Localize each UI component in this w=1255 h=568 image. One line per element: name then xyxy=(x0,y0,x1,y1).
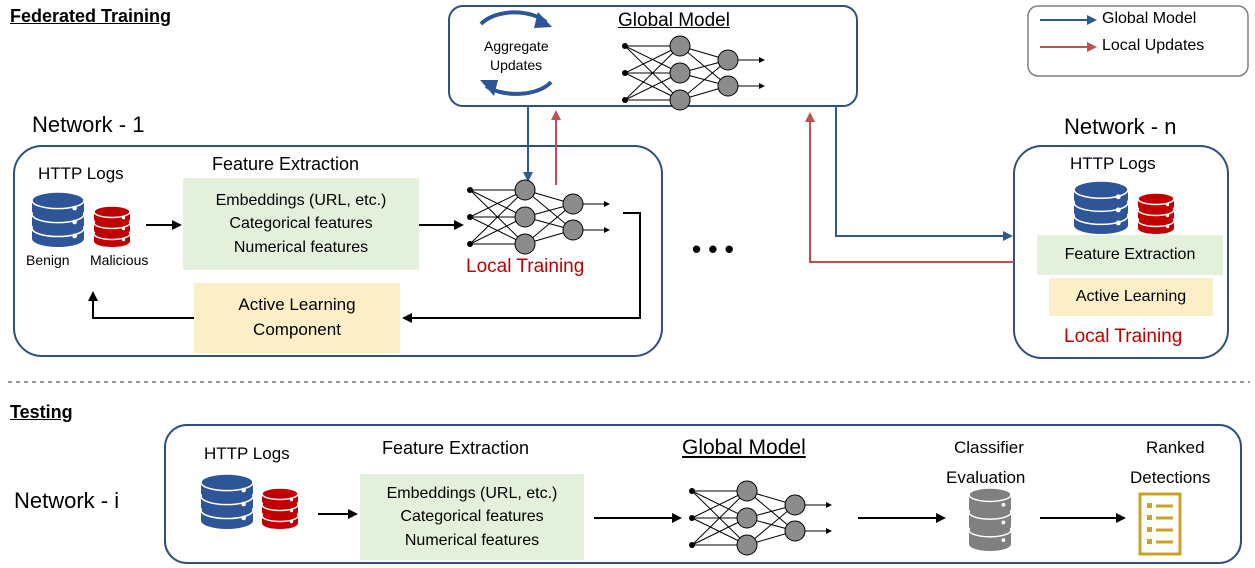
feature-item: Embeddings (URL, etc.) xyxy=(215,192,387,210)
network-i-label: Network - i xyxy=(14,488,120,513)
network1-feature-box xyxy=(183,178,419,270)
active-learning-line1: Active Learning xyxy=(238,295,356,315)
global-model-box xyxy=(448,5,858,107)
legend-local-updates-label: Local Updates xyxy=(1102,37,1205,54)
testing-title: Testing xyxy=(10,402,73,422)
feature-item: Numerical features xyxy=(233,238,369,256)
benign-label: Benign xyxy=(26,252,70,268)
networkn-feature-box xyxy=(1037,235,1223,275)
network1-local-training-label: Local Training xyxy=(466,256,585,277)
testing-model-network-icon xyxy=(689,480,832,556)
federated-training-title: Federated Training xyxy=(10,6,172,26)
classifier-label-line1: Classifier xyxy=(954,438,1024,457)
networkn-http-logs-label: HTTP Logs xyxy=(1070,154,1156,173)
testing-malicious-database-icon xyxy=(261,487,299,529)
global-model-title: Global Model xyxy=(618,10,730,31)
arrow-networkn-to-global xyxy=(805,112,1014,263)
network1-feature-list: Embeddings (URL, etc.) Categorical featu… xyxy=(183,178,419,270)
aggregate-label-line1: Aggregate xyxy=(484,38,549,54)
feature-item: Numerical features xyxy=(404,531,540,549)
networkn-malicious-database-icon xyxy=(1137,192,1175,235)
malicious-label: Malicious xyxy=(90,252,149,268)
benign-database-icon xyxy=(31,191,85,247)
testing-feature-box xyxy=(360,474,584,560)
arrow-global-to-networkn xyxy=(835,106,1013,241)
network1-title: Network - 1 xyxy=(32,112,145,137)
aggregate-cycle-arrow-bottom-head xyxy=(480,80,498,96)
arrow-training-to-active-learning xyxy=(402,212,641,323)
network1-http-logs-label: HTTP Logs xyxy=(38,164,124,183)
networkn-benign-database-icon xyxy=(1073,180,1129,234)
legend-box xyxy=(1027,5,1249,77)
more-networks-ellipsis: • • • xyxy=(692,234,734,264)
global-model-network-icon xyxy=(622,35,765,111)
active-learning-component-label: Active Learning Component xyxy=(194,283,400,353)
classifier-label-line2: Evaluation xyxy=(946,468,1026,487)
active-learning-line2: Component xyxy=(253,320,341,339)
networkn-local-training-label: Local Training xyxy=(1064,326,1183,347)
network1-model-network-icon xyxy=(467,179,610,255)
aggregate-label-line2: Updates xyxy=(490,57,543,73)
network1-feature-extraction-title: Feature Extraction xyxy=(212,154,360,174)
classifier-database-icon xyxy=(968,487,1012,551)
ranked-label-line1: Ranked xyxy=(1146,438,1205,457)
testing-benign-database-icon xyxy=(200,473,254,529)
testing-feature-list: Embeddings (URL, etc.) Categorical featu… xyxy=(360,474,584,560)
networkn-title: Network - n xyxy=(1064,114,1177,139)
testing-global-model-label: Global Model xyxy=(682,436,806,459)
legend-global-model-label: Global Model xyxy=(1102,10,1197,27)
aggregate-cycle-arrow-top-head xyxy=(534,12,552,28)
networkn-active-learning-label: Active Learning xyxy=(1075,288,1187,306)
arrow-active-learning-to-logs xyxy=(88,291,194,319)
feature-item: Categorical features xyxy=(229,215,373,233)
active-learning-box xyxy=(194,283,400,353)
networkn-feature-extraction-label: Feature Extraction xyxy=(1064,246,1196,264)
testing-feature-extraction-title: Feature Extraction xyxy=(382,438,530,458)
ranked-label-line2: Detections xyxy=(1130,468,1211,487)
networkn-active-box xyxy=(1049,278,1213,316)
testing-http-logs-label: HTTP Logs xyxy=(204,444,290,463)
feature-item: Categorical features xyxy=(400,508,544,526)
ranked-detections-document-icon xyxy=(1138,492,1182,556)
feature-item: Embeddings (URL, etc.) xyxy=(386,485,558,503)
malicious-database-icon xyxy=(93,205,131,247)
